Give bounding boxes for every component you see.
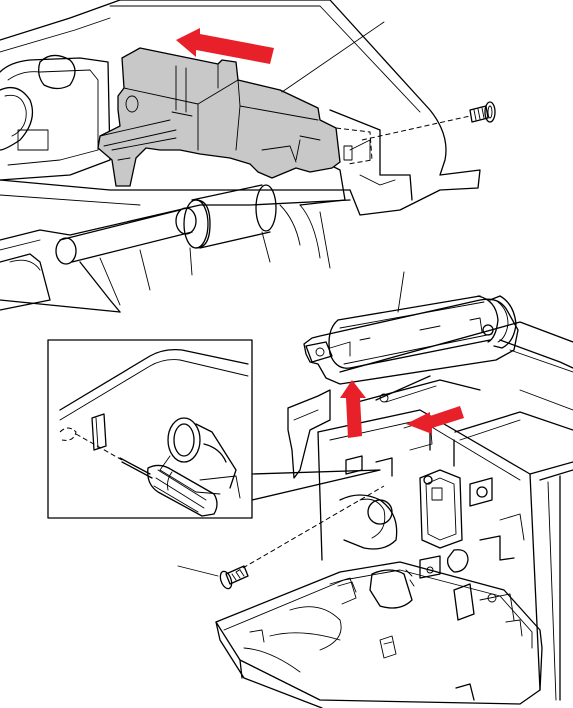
- screwdriver-icon: [120, 458, 217, 516]
- leader-line-screw: [178, 566, 218, 576]
- leader-line-drum: [398, 272, 404, 312]
- detail-inset: [48, 340, 252, 518]
- screw-icon: [470, 102, 495, 122]
- drum-cartridge: [304, 296, 518, 384]
- screw-bottom: [178, 486, 384, 590]
- roller-front: [56, 185, 276, 264]
- guide-assembly: [98, 48, 372, 186]
- bottom-printer-body: [216, 322, 573, 708]
- red-arrow-up: [340, 380, 366, 438]
- arrow-up-icon: [340, 380, 366, 438]
- screw-icon: [218, 566, 248, 590]
